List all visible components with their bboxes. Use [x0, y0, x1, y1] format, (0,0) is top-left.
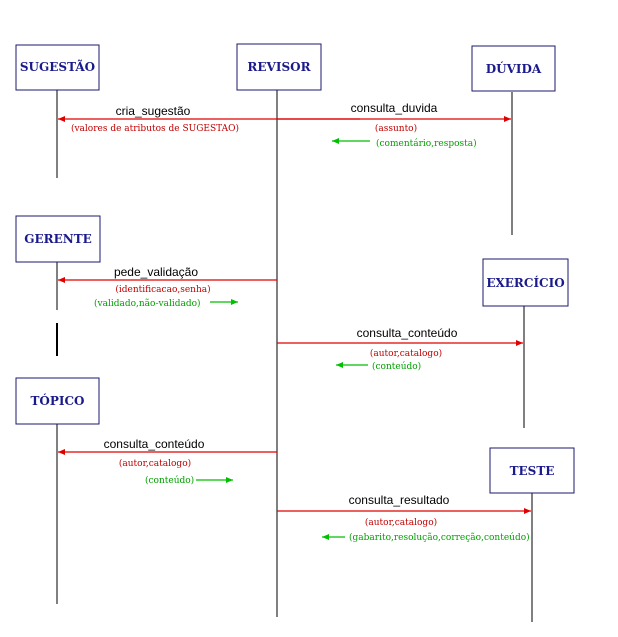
params-consulta-conteudo-exercicio: (autor,catalogo) [370, 348, 442, 359]
object-label-revisor: REVISOR [247, 60, 311, 74]
message-label-pede-validacao: pede_validação [114, 265, 198, 279]
params-consulta-resultado: (autor,catalogo) [365, 517, 437, 528]
object-box-topico: TÓPICO [15, 377, 100, 425]
returns-consulta-conteudo-exercicio: (conteúdo) [372, 361, 421, 372]
returns-consulta-conteudo-topico: (conteúdo) [145, 475, 194, 486]
object-box-duvida: DÚVIDA [471, 45, 556, 92]
params-pede-validacao: (identificacao,senha) [115, 284, 210, 295]
object-label-gerente: GERENTE [24, 232, 92, 246]
object-box-gerente: GERENTE [15, 215, 101, 263]
returns-pede-validacao: (validado,não-validado) [94, 298, 201, 309]
params-cria-sugestao: (valores de atributos de SUGESTAO) [71, 123, 239, 134]
returns-consulta-resultado: (gabarito,resolução,correção,conteúdo) [349, 532, 530, 543]
message-label-consulta-conteudo-exercicio: consulta_conteúdo [357, 326, 458, 340]
params-consulta-conteudo-topico: (autor,catalogo) [119, 458, 191, 469]
returns-consulta-duvida: (comentário,resposta) [376, 138, 477, 149]
object-box-revisor: REVISOR [236, 43, 322, 91]
message-label-consulta-conteudo-topico: consulta_conteúdo [104, 437, 205, 451]
object-box-sugestao: SUGESTÃO [15, 44, 100, 91]
params-consulta-duvida: (assunto) [375, 123, 417, 134]
object-label-sugestao: SUGESTÃO [20, 59, 95, 74]
object-label-duvida: DÚVIDA [486, 60, 542, 76]
message-label-cria-sugestao: cria_sugestão [116, 104, 191, 118]
object-box-exercicio: EXERCÍCIO [482, 258, 569, 307]
message-label-consulta-resultado: consulta_resultado [349, 493, 450, 507]
object-box-teste: TESTE [489, 447, 575, 494]
message-label-consulta-duvida: consulta_duvida [351, 101, 438, 115]
object-label-teste: TESTE [510, 464, 555, 478]
object-label-topico: TÓPICO [30, 392, 84, 408]
object-label-exercicio: EXERCÍCIO [486, 275, 564, 290]
